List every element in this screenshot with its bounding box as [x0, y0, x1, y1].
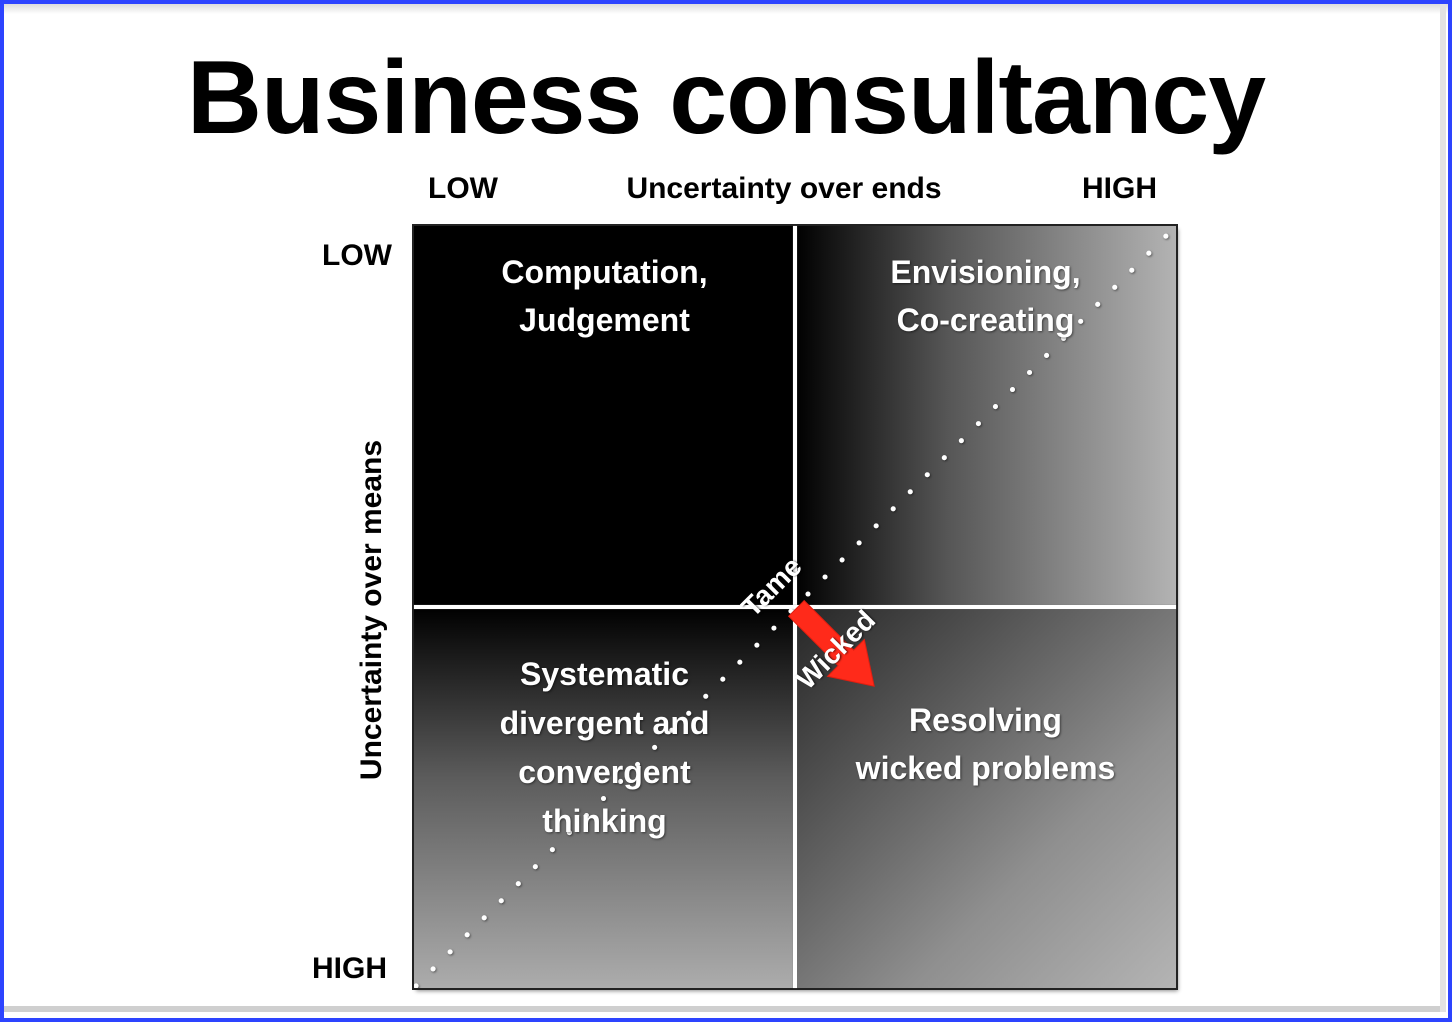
quadrant-label-top-left: Computation, Judgement	[414, 248, 795, 344]
y-axis-title: Uncertainty over means	[355, 439, 388, 781]
quadrant-label-line: wicked problems	[855, 750, 1116, 786]
quadrant-matrix: Computation, Judgement Envisioning, Co-c…	[412, 224, 1178, 990]
y-axis-low-label: LOW	[322, 239, 392, 272]
quadrant-label-line: Resolving	[909, 702, 1062, 738]
horizontal-divider	[414, 605, 1176, 609]
quadrant-label-bottom-left: Systematic divergent and convergent thin…	[414, 650, 795, 846]
y-axis-high-label: HIGH	[312, 952, 387, 985]
frame-shadow	[1440, 4, 1446, 1012]
quadrant-label-line: Envisioning,	[890, 254, 1081, 290]
quadrant-label-line: Judgement	[519, 302, 690, 338]
quadrant-label-line: thinking	[542, 803, 667, 839]
quadrant-label-top-right: Envisioning, Co-creating	[795, 248, 1176, 344]
x-axis-low-label: LOW	[428, 172, 498, 205]
frame-shadow	[4, 1006, 1444, 1012]
frame-shadow	[4, 4, 1448, 14]
quadrant-label-bottom-right: Resolving wicked problems	[795, 696, 1176, 792]
quadrant-label-line: convergent	[518, 754, 691, 790]
x-axis-title: Uncertainty over ends	[626, 172, 942, 205]
x-axis-high-label: HIGH	[1082, 172, 1157, 205]
quadrant-label-line: Systematic	[520, 656, 689, 692]
quadrant-bottom-right	[795, 607, 1176, 988]
slide-title: Business consultancy	[186, 40, 1266, 156]
quadrant-label-line: Co-creating	[896, 302, 1075, 338]
quadrant-label-line: Computation,	[501, 254, 708, 290]
quadrant-label-line: divergent and	[499, 705, 710, 741]
